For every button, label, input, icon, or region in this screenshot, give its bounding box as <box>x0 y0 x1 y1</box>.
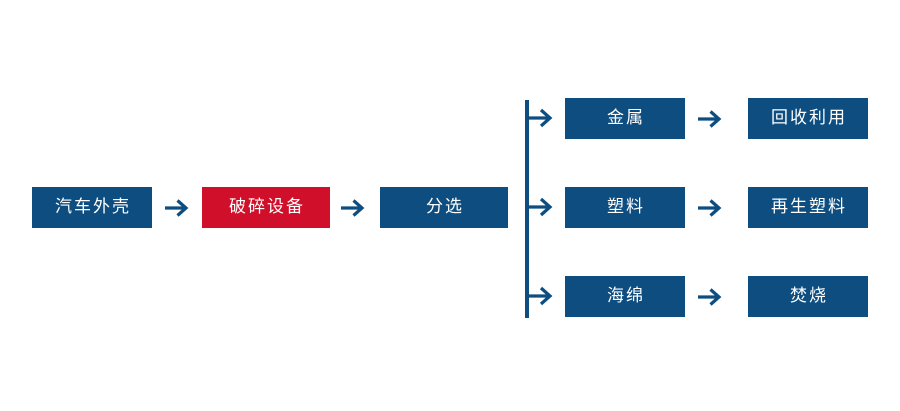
arrow-right-icon <box>697 107 727 131</box>
node-shredder[interactable]: 破碎设备 <box>202 187 330 228</box>
arrow-right-icon <box>164 196 194 220</box>
branch-arrow-right-icon <box>525 194 559 220</box>
node-car-shell[interactable]: 汽车外壳 <box>32 187 152 228</box>
node-outcome-3[interactable]: 焚烧 <box>748 276 868 317</box>
node-material-1[interactable]: 金属 <box>565 98 685 139</box>
node-outcome-2[interactable]: 再生塑料 <box>748 187 868 228</box>
node-outcome-1[interactable]: 回收利用 <box>748 98 868 139</box>
node-sorting[interactable]: 分选 <box>380 187 508 228</box>
node-material-2[interactable]: 塑料 <box>565 187 685 228</box>
arrow-right-icon <box>697 285 727 309</box>
splitter-bus-line <box>525 100 529 318</box>
node-material-3[interactable]: 海绵 <box>565 276 685 317</box>
arrow-right-icon <box>340 196 370 220</box>
branch-arrow-right-icon <box>525 283 559 309</box>
branch-arrow-right-icon <box>525 105 559 131</box>
arrow-right-icon <box>697 196 727 220</box>
